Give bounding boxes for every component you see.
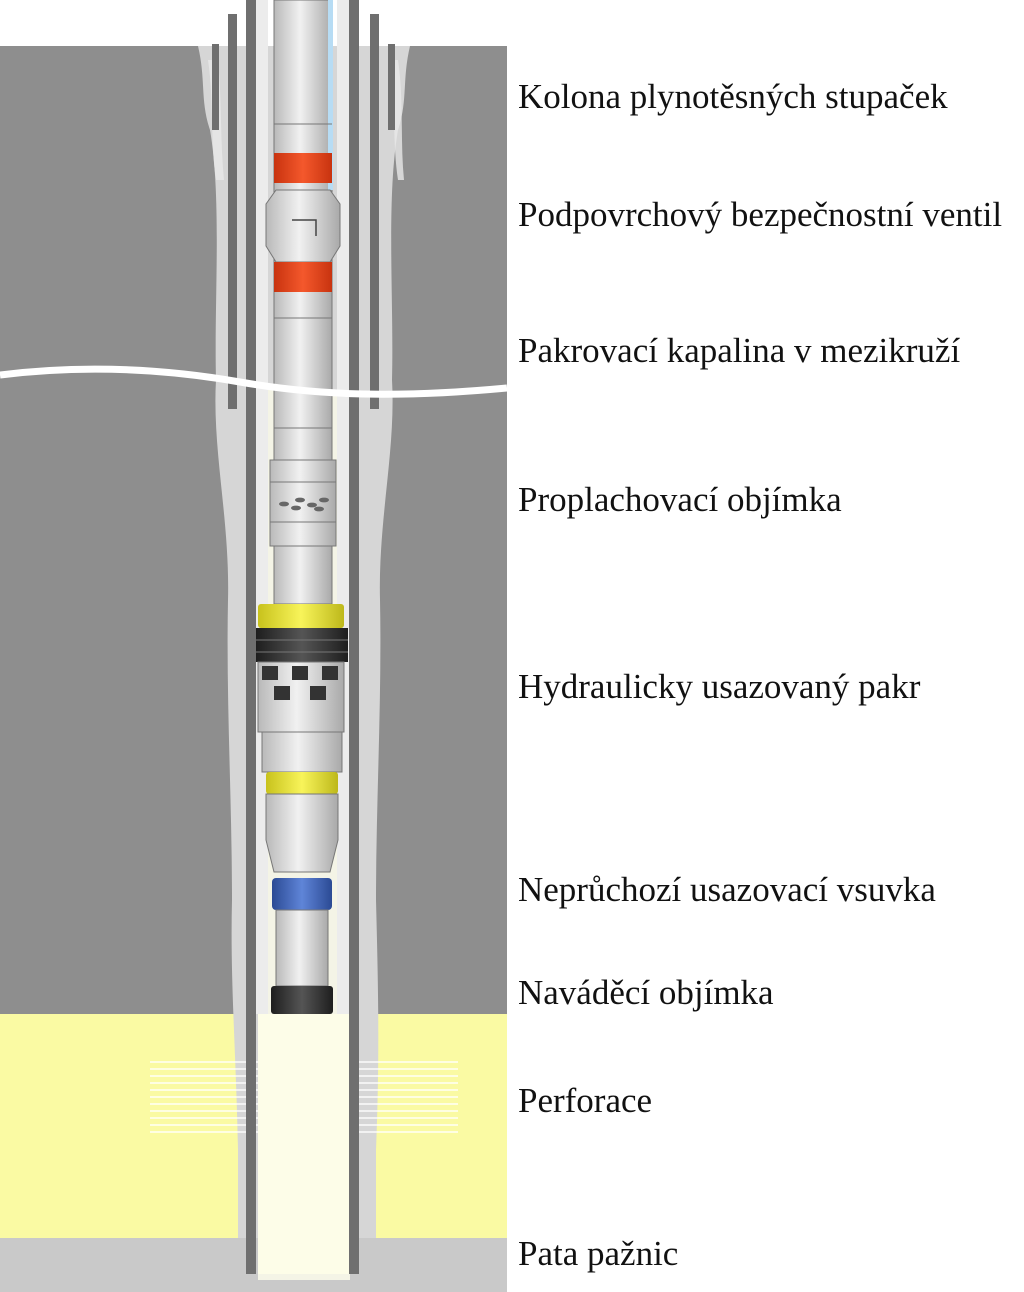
sleeve-ports [279,497,329,512]
outer-casing-right [388,44,395,130]
wireline-entry-guide [271,986,333,1014]
tubing-reducer [265,793,339,873]
label-safety-valve: Podpovrchový bezpečnostní ventil [518,195,1003,234]
no-go-nipple [272,878,332,910]
label-casing-shoe: Pata pažnic [518,1234,679,1273]
production-casing-right [349,0,359,1274]
packer-slips [262,666,338,700]
packer-element [256,628,348,662]
annulus-right [337,0,349,1014]
tubing-highlight [328,0,333,190]
packer-lower-ring [266,772,338,794]
label-hydraulic-packer: Hydraulicky usazovaný pakr [518,667,921,706]
tubing-middle [273,545,333,605]
annulus-left [256,0,268,1014]
label-perforations: Perforace [518,1081,653,1120]
safety-valve-band-upper [274,153,332,183]
surface-casing-left [228,14,237,409]
break-line [0,365,508,398]
label-production-tubing: Kolona plynotěsných stupaček [518,77,948,116]
label-circulating-sleeve: Proplachovací objímka [518,480,842,519]
surface-casing-right [370,14,379,409]
wellbore-fluid-lower [258,1014,350,1274]
packer-mandrel [261,731,343,773]
safety-valve-symbol [292,219,317,236]
label-no-go-nipple: Neprůchozí usazovací vsuvka [518,870,936,909]
label-packer-fluid: Pakrovací kapalina v mezikruží [518,331,961,370]
label-entry-guide: Naváděcí objímka [518,973,774,1012]
packer-upper-ring [258,604,344,628]
tubing-lower [275,909,329,987]
safety-valve-body [265,189,341,263]
production-casing-left [246,0,256,1274]
outer-casing-left [212,44,219,130]
safety-valve-band-lower [274,262,332,292]
perforation-lines [150,1061,458,1133]
